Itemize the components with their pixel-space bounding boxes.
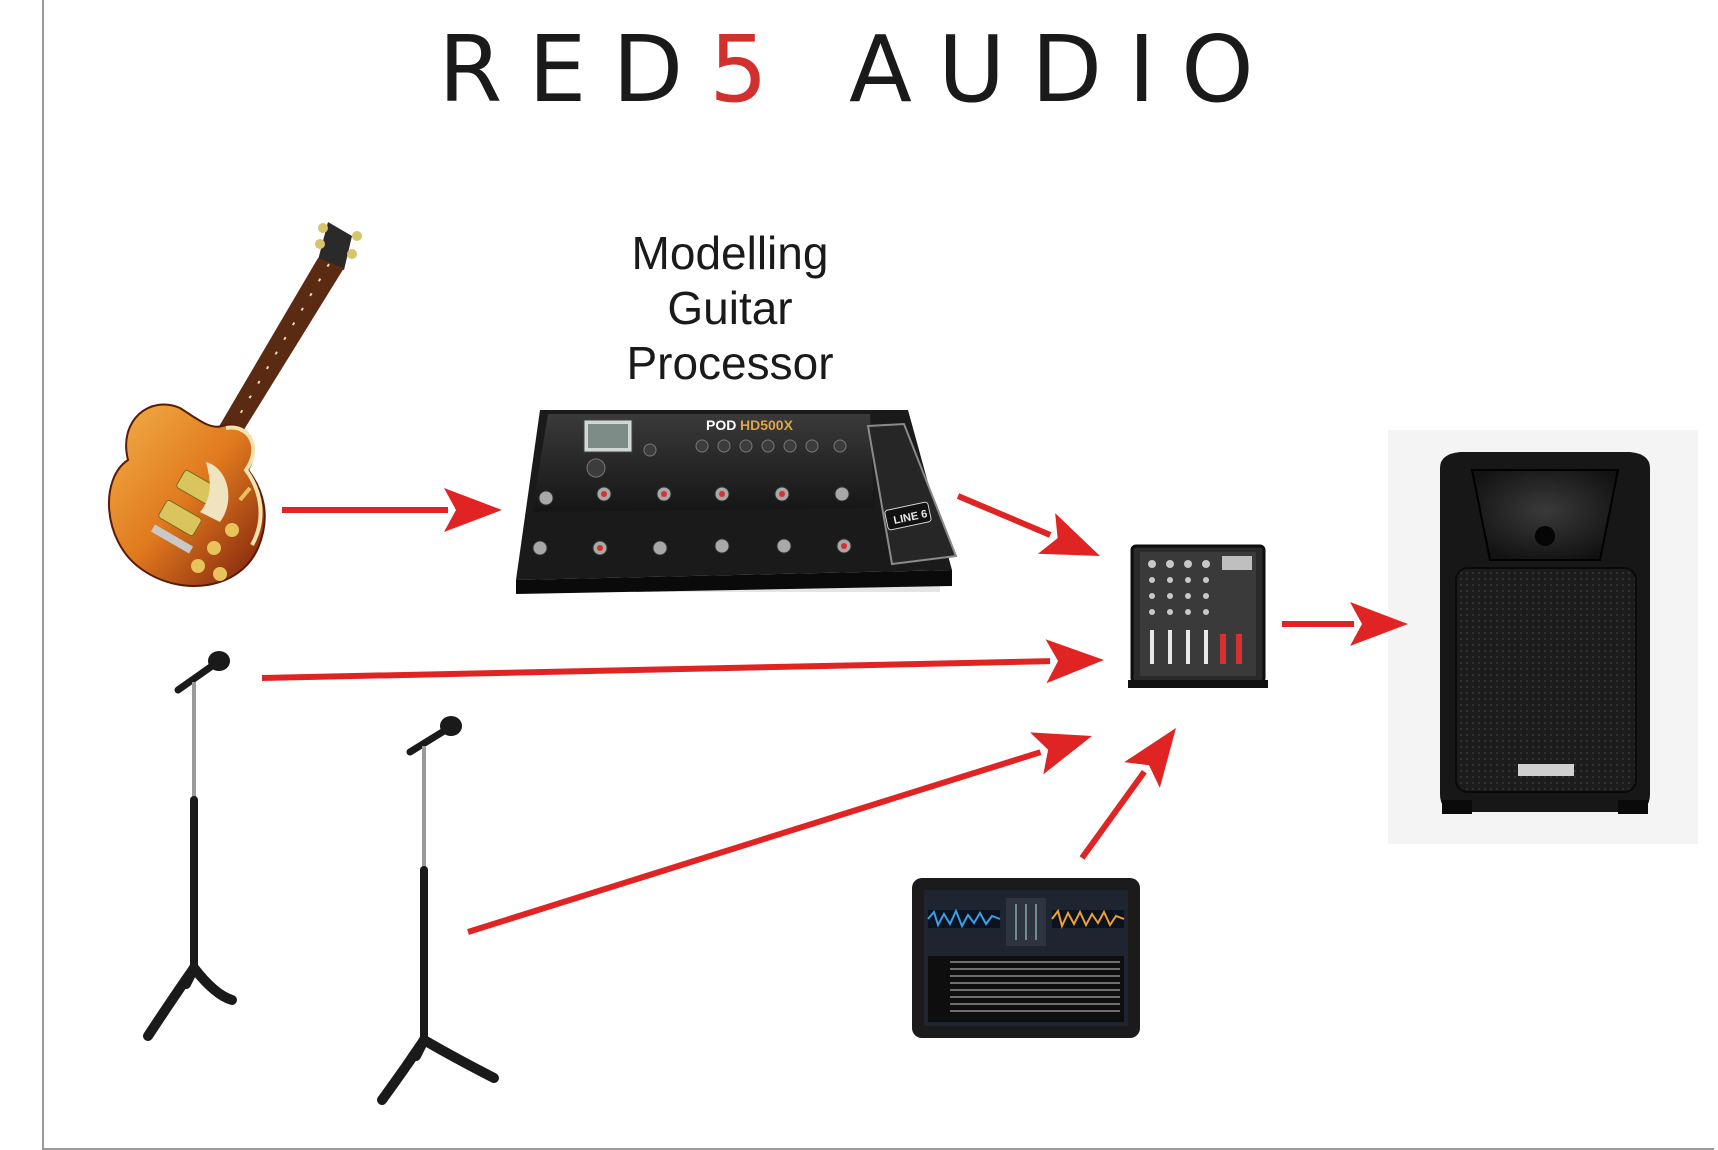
processor-label: Modelling Guitar Processor	[590, 226, 870, 391]
arrow-shaft	[956, 493, 1052, 538]
processor-brand-text: POD	[706, 417, 736, 433]
arrow-head	[1030, 732, 1092, 775]
arrow-shaft	[467, 749, 1042, 935]
arrow-tablet-to-mixer	[1079, 728, 1176, 860]
brand-logo: RED5 AUDIO	[0, 24, 1718, 116]
processor-label-line1: Modelling	[631, 227, 829, 279]
arrow-head	[1045, 639, 1104, 684]
microphone-1-node	[143, 651, 237, 1041]
arrow-head	[1038, 513, 1100, 556]
processor-node: POD HD500X	[516, 410, 958, 594]
arrow-guitar-to-processor	[282, 488, 502, 532]
speaker-node	[1388, 430, 1698, 844]
brand-logo-accent: 5	[709, 16, 794, 123]
arrow-shaft	[261, 658, 1051, 681]
electric-guitar-icon	[108, 222, 362, 587]
processor-label-line2: Guitar	[667, 282, 793, 334]
connection-arrows	[261, 488, 1408, 935]
brand-logo-part1: RED	[438, 16, 710, 123]
diagram-frame	[42, 0, 1714, 1150]
processor-label-line3: Processor	[626, 337, 834, 389]
tablet-node	[912, 878, 1140, 1038]
arrow-mixer-to-speaker	[1282, 602, 1408, 646]
arrow-microphone-2-to-mixer	[467, 732, 1092, 935]
guitar-node	[108, 222, 362, 587]
mixer-node	[1128, 544, 1268, 688]
arrow-microphone-1-to-mixer	[261, 639, 1104, 684]
processor-model-text: HD500X	[740, 417, 794, 433]
guitar-multi-effects-processor-icon: POD HD500X	[516, 410, 958, 594]
arrow-shaft	[1079, 770, 1147, 860]
brand-logo-part3: AUDIO	[793, 16, 1280, 123]
arrow-processor-to-mixer	[956, 493, 1100, 556]
arrow-head	[1350, 602, 1408, 646]
arrow-head	[1124, 728, 1176, 788]
pa-speaker-icon	[1388, 430, 1698, 844]
tablet-dj-software-icon	[912, 878, 1140, 1038]
microphone-2-node	[377, 716, 499, 1105]
arrow-head	[444, 488, 502, 532]
powered-mixer-icon	[1128, 544, 1268, 688]
microphone-stand-icon	[143, 651, 237, 1041]
microphone-stand-icon	[377, 716, 499, 1105]
